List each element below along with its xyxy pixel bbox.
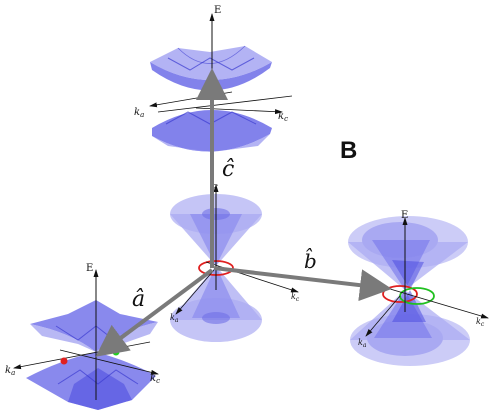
panel-label: B bbox=[340, 137, 357, 164]
right-split-cones bbox=[348, 216, 470, 366]
lattice-vector-arrows bbox=[95, 68, 392, 357]
center-ka-label: ka bbox=[170, 313, 179, 324]
left-kc-label: kc bbox=[150, 373, 160, 385]
center-energy-label: E bbox=[211, 184, 218, 195]
left-ka-label: ka bbox=[5, 365, 15, 377]
vector-b-arrow bbox=[213, 266, 392, 302]
left-energy-label: E bbox=[86, 263, 93, 274]
center-kc-label: kc bbox=[291, 292, 300, 303]
top-ka-label: ka bbox=[134, 107, 144, 119]
right-ka-label: ka bbox=[358, 338, 367, 349]
top-energy-label: E bbox=[214, 5, 221, 16]
vector-c-label: ĉ bbox=[222, 157, 234, 182]
vector-a-label: â bbox=[132, 287, 145, 312]
left-red-dot bbox=[60, 357, 68, 365]
top-kc-label: kc bbox=[278, 111, 288, 123]
vector-b-label: b̂ bbox=[304, 247, 317, 273]
left-green-dot bbox=[112, 348, 120, 356]
right-energy-label: E bbox=[401, 210, 408, 221]
right-axes bbox=[365, 217, 489, 337]
right-kc-label: kc bbox=[476, 317, 485, 328]
vector-a-arrow bbox=[95, 268, 214, 357]
left-saddle-surface bbox=[26, 300, 158, 410]
